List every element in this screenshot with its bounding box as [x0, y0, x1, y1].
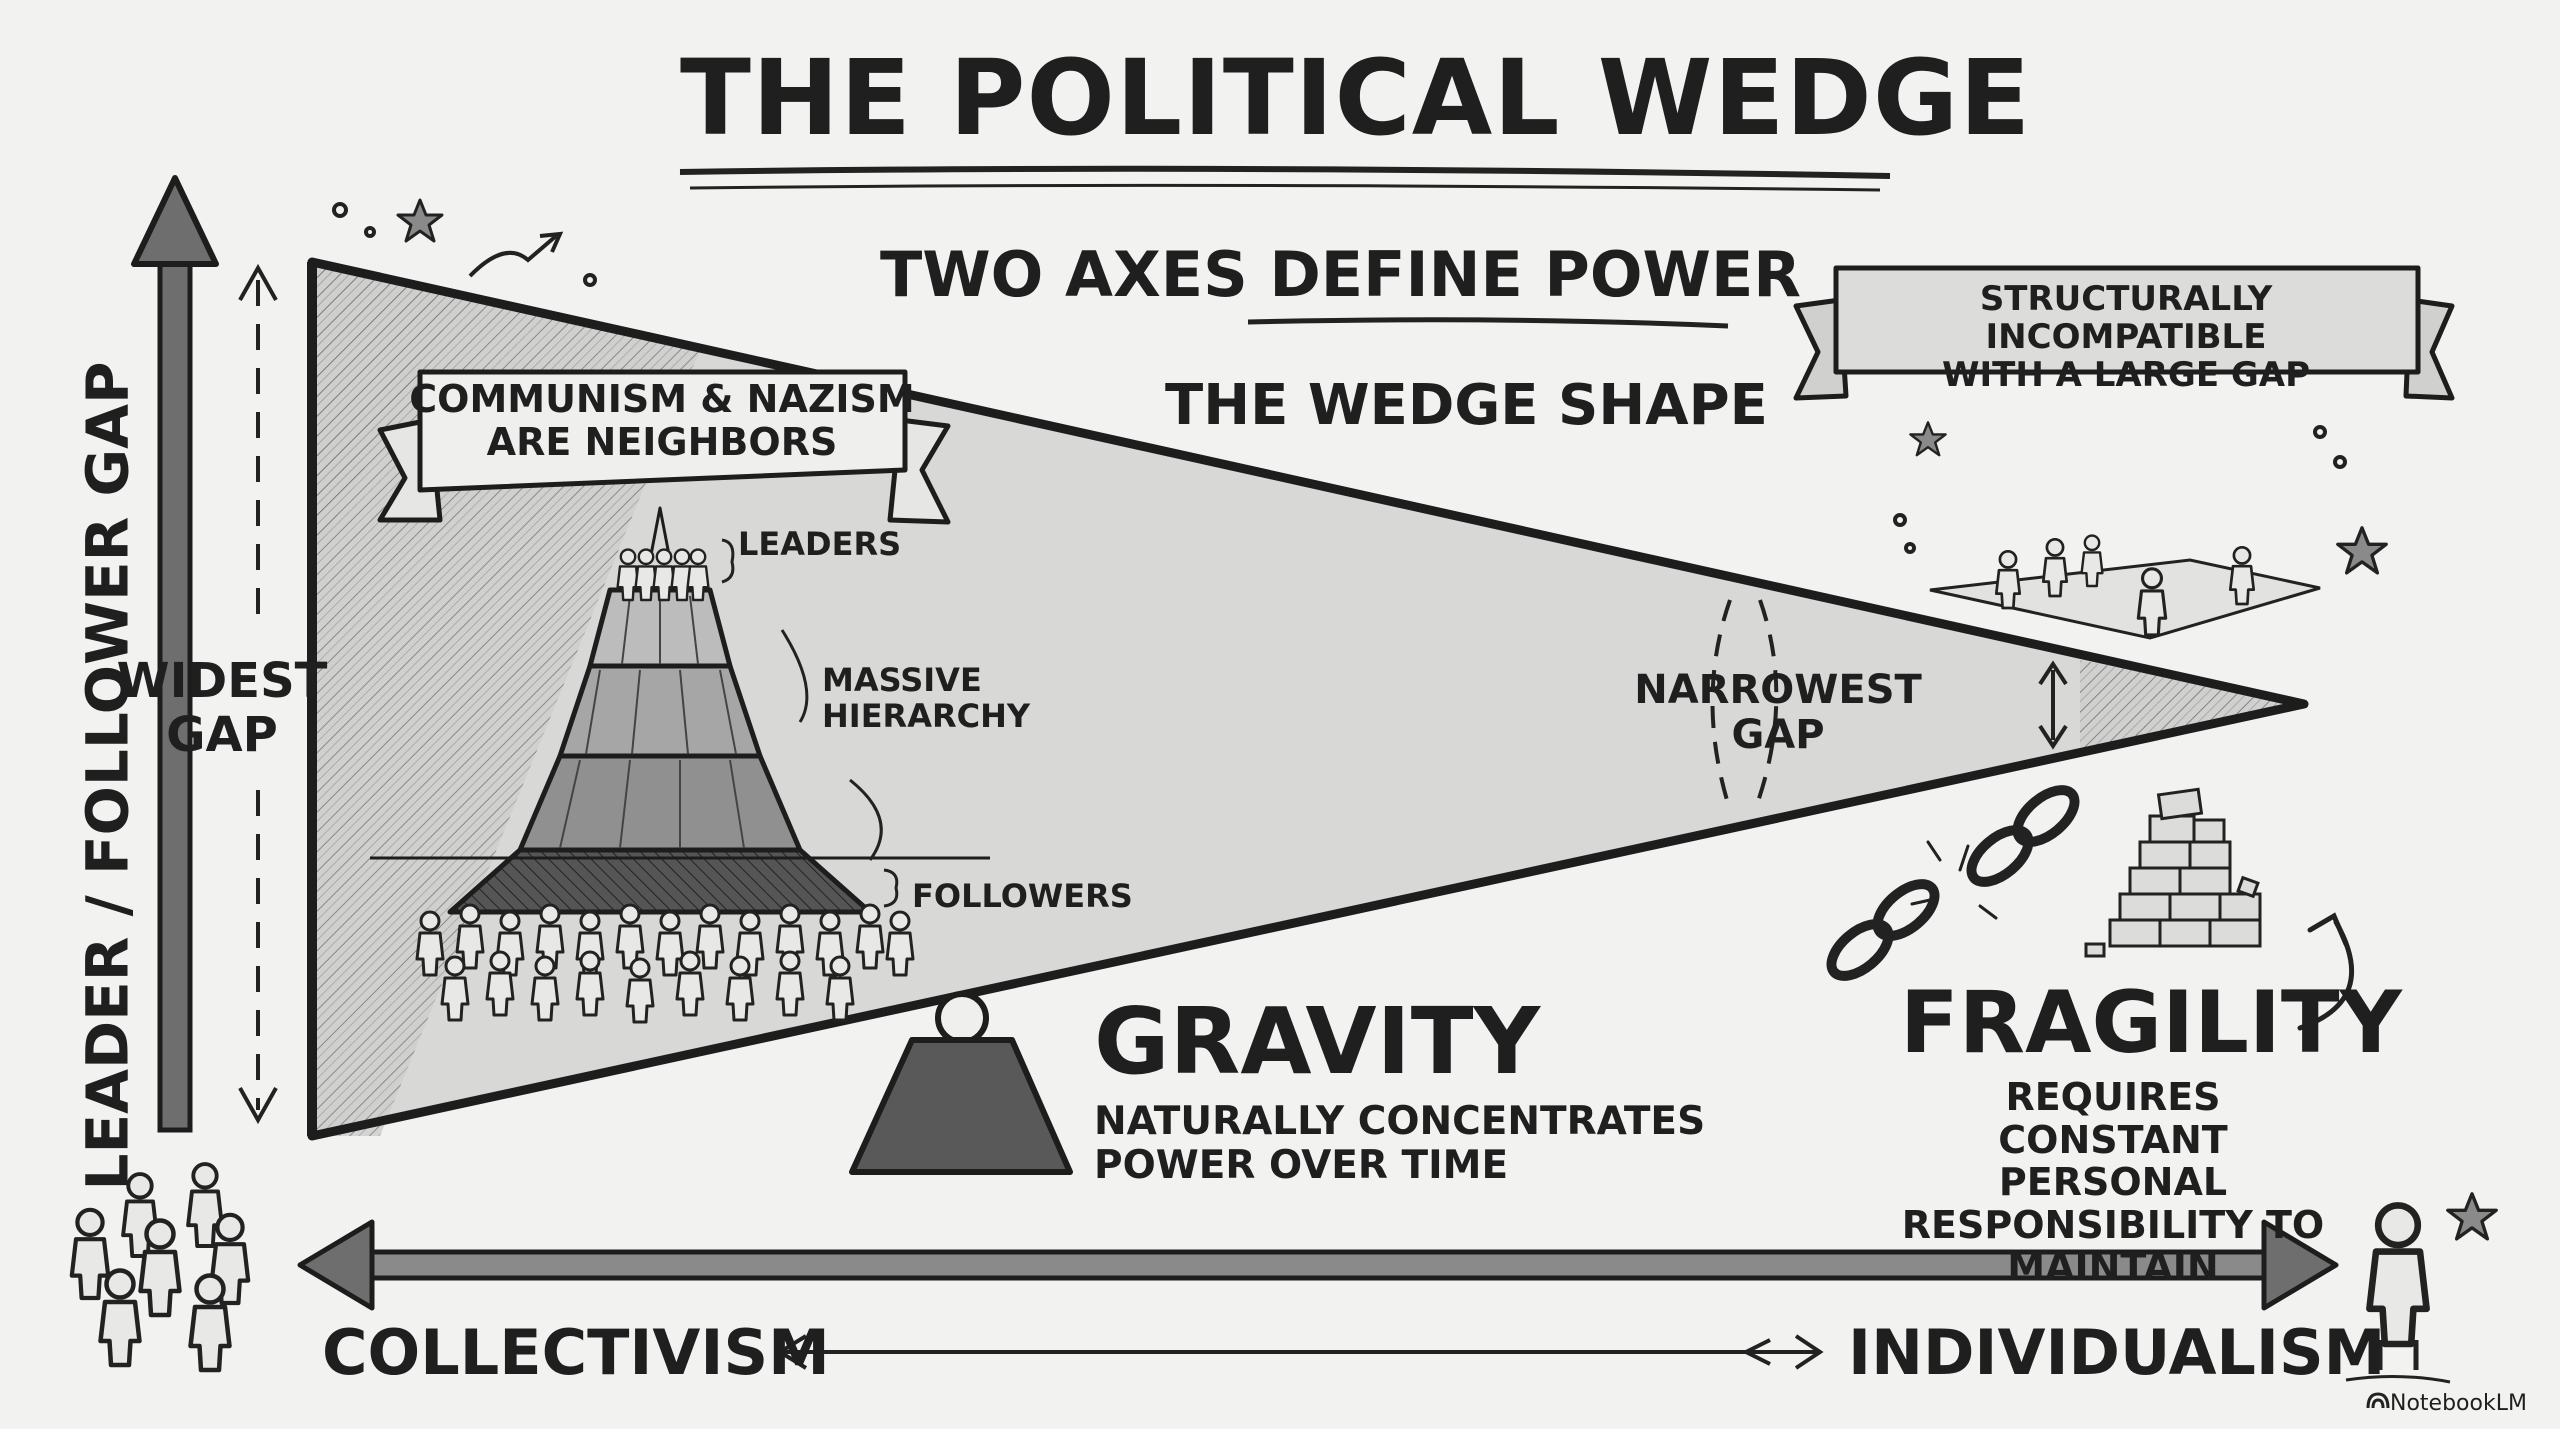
banner-right: [1793, 265, 2455, 401]
x-axis-arrow: [297, 1219, 2339, 1311]
leaders-label: LEADERS: [738, 525, 902, 563]
y-axis-label: LEADER / FOLLOWER GAP: [73, 361, 142, 1191]
narrowest-gap-measure: [1710, 599, 2068, 811]
curved-arrow-icon: [2297, 912, 2355, 1031]
crowd-icon: [72, 1162, 248, 1370]
wedge-shape: [312, 262, 2304, 1136]
star-icon: [2446, 1192, 2498, 1241]
sparkle-icon: [332, 202, 2347, 554]
broken-chain-icon: [1826, 785, 2080, 981]
watermark: NotebookLM: [2390, 1391, 2527, 1416]
gravity-title: GRAVITY: [1094, 988, 1541, 1095]
weight-icon: [849, 991, 1073, 1175]
narrowest-gap-label: NARROWEST GAP: [1634, 667, 1922, 758]
fragility-description: REQUIRES CONSTANT PERSONAL RESPONSIBILIT…: [1901, 1075, 2325, 1290]
widest-gap-label: WIDEST GAP: [116, 653, 328, 763]
followers-label: FOLLOWERS: [912, 877, 1133, 915]
hierarchy-label: MASSIVE HIERARCHY: [822, 661, 1031, 735]
collectivism-label: COLLECTIVISM: [322, 1316, 830, 1389]
widest-gap-measure: [238, 263, 278, 1125]
banner-left-text: COMMUNISM & NAZISM ARE NEIGHBORS: [409, 377, 915, 464]
star-icon: [2336, 526, 2388, 575]
spectrum-arrow: [776, 1334, 1824, 1370]
subtitle-wedge-shape: THE WEDGE SHAPE: [1165, 373, 1768, 438]
star-icon: [1909, 421, 1947, 457]
crumbling-wall-icon: [2084, 787, 2262, 958]
y-axis-arrow: [131, 175, 219, 1133]
fragility-title: FRAGILITY: [1900, 973, 2402, 1073]
individualism-label: INDIVIDUALISM: [1848, 1316, 2386, 1389]
pyramid-leaders: [616, 548, 710, 602]
subtitle-axes: TWO AXES DEFINE POWER: [880, 238, 1802, 311]
pyramid: [370, 506, 990, 915]
subtitle-underline: [1247, 317, 1729, 329]
star-icon: [396, 198, 444, 243]
gravity-description: NATURALLY CONCENTRATES POWER OVER TIME: [1094, 1099, 1706, 1188]
person-icon: [2345, 1205, 2451, 1384]
equal-society-platform: [1929, 534, 2321, 640]
main-title: THE POLITICAL WEDGE: [680, 37, 2032, 159]
banner-left: [377, 369, 951, 525]
title-underline: [679, 165, 1891, 179]
banner-right-text: STRUCTURALLY INCOMPATIBLE WITH A LARGE G…: [1941, 279, 2311, 396]
notebooklm-logo-icon: [2366, 1392, 2390, 1409]
